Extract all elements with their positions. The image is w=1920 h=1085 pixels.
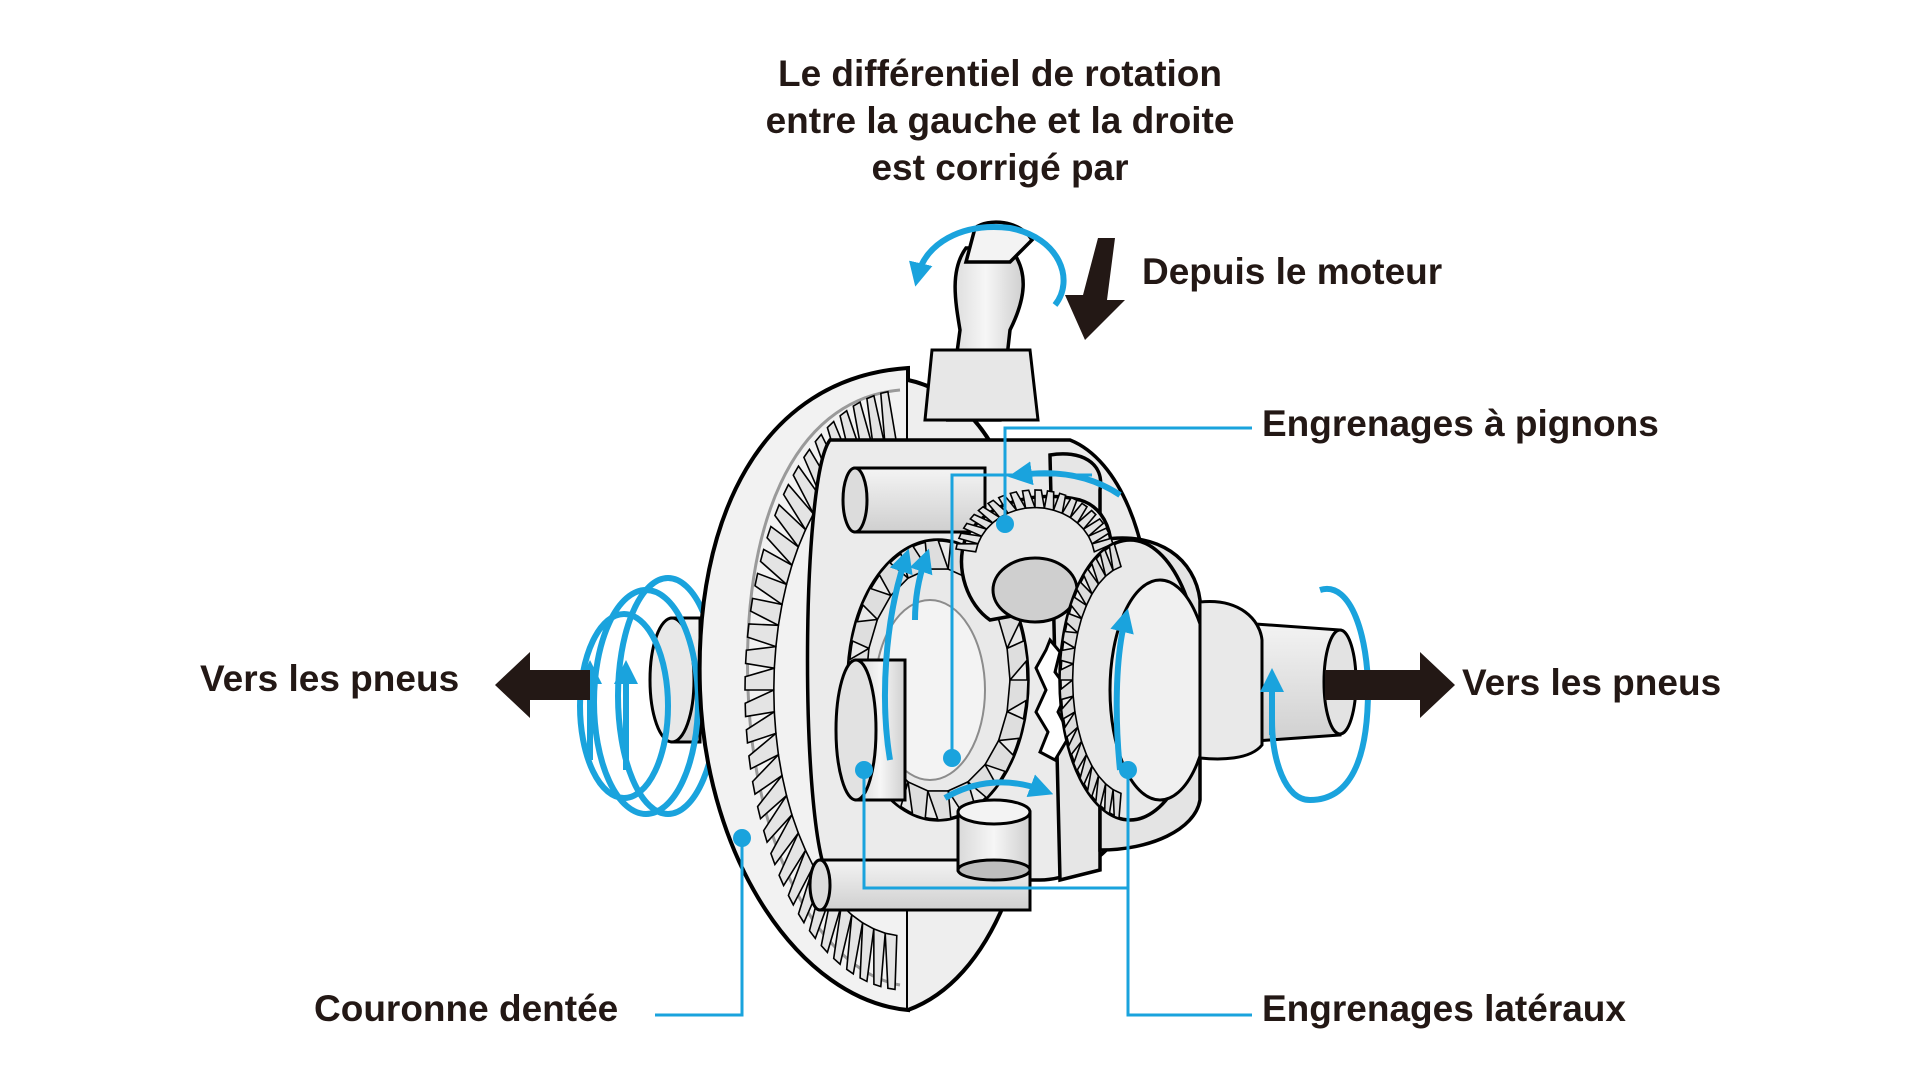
ring-gear-teeth	[744, 390, 898, 991]
left-rotation-rings	[577, 575, 721, 817]
gear-tooth	[759, 548, 793, 586]
drive-pinion-rotation	[909, 224, 1067, 307]
gear-tooth	[962, 522, 988, 538]
leader-dots	[733, 515, 1137, 847]
leader-lines	[655, 426, 1252, 1017]
right-side-gear-teeth	[1059, 542, 1122, 820]
gear-tooth	[748, 731, 780, 771]
gear-tooth	[744, 667, 776, 691]
inner-left-stub	[834, 658, 907, 802]
left-axle-shaft	[648, 616, 702, 744]
title-line-3: est corrigé par	[871, 147, 1129, 188]
left-tire-arrow-icon	[495, 652, 590, 718]
gear-tooth	[1099, 548, 1115, 578]
gear-tooth	[770, 812, 800, 867]
gear-tooth	[1075, 580, 1093, 608]
gear-tooth	[754, 572, 788, 606]
right-tire-arrow-icon	[1325, 652, 1455, 718]
gear-tooth	[1108, 542, 1122, 572]
gear-tooth	[983, 739, 1015, 773]
bottom-rotation-arrow	[943, 774, 1054, 801]
gear-tooth	[766, 525, 800, 567]
gear-tooth	[751, 753, 783, 796]
label-ring-gear: Couronne dentée	[314, 988, 619, 1029]
gear-tooth	[1006, 639, 1028, 682]
title-line-1: Le différentiel de rotation	[777, 53, 1223, 94]
gear-tooth	[744, 688, 776, 718]
gear-tooth	[926, 790, 952, 821]
gear-tooth	[859, 921, 875, 983]
gear-tooth	[1052, 492, 1067, 515]
gear-tooth	[1061, 496, 1078, 519]
gear-tooth	[756, 773, 788, 821]
gear-tooth	[773, 503, 807, 549]
gear-tooth	[1072, 739, 1088, 773]
gear-tooth	[969, 513, 994, 531]
gear-tooth	[762, 793, 793, 844]
gear-tooth	[997, 710, 1026, 742]
gear-tooth	[1061, 630, 1079, 650]
engine-arrow-icon	[1065, 238, 1125, 340]
gear-tooth	[850, 618, 879, 650]
gear-tooth	[1059, 647, 1076, 665]
gear-tooth	[1076, 509, 1097, 531]
gear-tooth	[845, 913, 864, 976]
gear-tooth	[1112, 788, 1122, 820]
cutaway-section	[1034, 637, 1072, 762]
label-pinion-gears: Engrenages à pignons	[1262, 403, 1659, 444]
label-side-gears: Engrenages latéraux	[1262, 988, 1626, 1029]
gear-tooth	[782, 483, 815, 532]
gear-tooth	[884, 932, 898, 991]
gear-tooth	[787, 848, 815, 907]
gear-tooth	[778, 831, 807, 888]
gear-tooth	[746, 623, 780, 648]
gear-tooth	[1082, 567, 1100, 596]
gear-tooth	[1094, 774, 1107, 809]
side-gear-arrows	[882, 548, 1134, 771]
gear-tooth	[745, 710, 777, 744]
gear-tooth	[878, 561, 910, 597]
label-from-engine: Depuis le moteur	[1142, 251, 1443, 292]
gear-tooth	[1059, 678, 1075, 701]
gear-tooth	[1065, 612, 1083, 635]
gear-tooth	[1006, 679, 1029, 714]
gear-tooth	[1063, 709, 1079, 740]
gear-tooth	[1067, 724, 1083, 757]
gear-tooth	[749, 597, 783, 627]
diagram-title: Le différentiel de rotation entre la gau…	[0, 50, 1920, 191]
gear-tooth	[1060, 694, 1076, 721]
right-rotation-ring	[1260, 585, 1372, 804]
gear-tooth	[1069, 502, 1089, 525]
gear-tooth	[1070, 595, 1088, 621]
gear-tooth	[1021, 489, 1037, 509]
label-to-tires-right: Vers les pneus	[1462, 662, 1722, 703]
top-pinion-gear	[955, 489, 1114, 624]
title-line-2: entre la gauche et la droite	[765, 100, 1235, 141]
gear-tooth	[1079, 752, 1093, 787]
label-to-tires-left: Vers les pneus	[200, 658, 460, 699]
gear-tooth	[1086, 763, 1100, 799]
gear-tooth	[1082, 517, 1105, 538]
gear-tooth	[957, 532, 983, 545]
gear-tooth	[1043, 489, 1055, 512]
gear-tooth	[955, 542, 979, 553]
gear-tooth	[872, 927, 887, 988]
gear-tooth	[1009, 490, 1027, 512]
gear-tooth	[744, 645, 777, 670]
gear-tooth	[1103, 782, 1114, 816]
gear-tooth	[1059, 662, 1075, 681]
gear-tooth	[1090, 556, 1107, 586]
gear-tooth	[1034, 489, 1046, 509]
drive-pinion-shaft	[923, 220, 1040, 422]
gear-tooth	[907, 780, 929, 820]
gear-tooth	[1087, 527, 1110, 545]
cross-shaft-top	[841, 466, 987, 534]
bottom-pinion-stub	[956, 798, 1032, 882]
gear-tooth	[861, 587, 893, 621]
